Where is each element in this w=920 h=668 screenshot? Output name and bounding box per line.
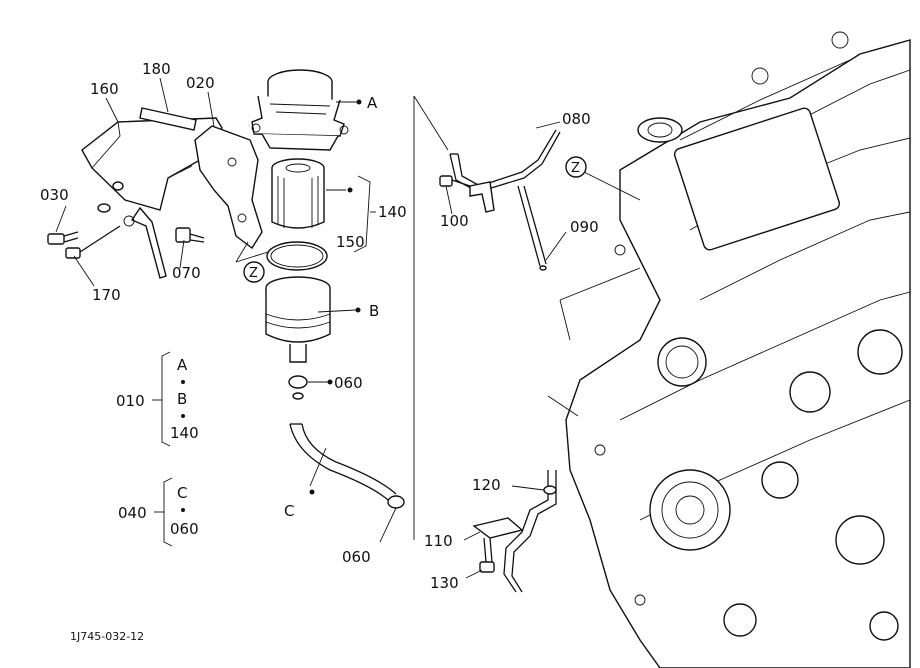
washer [97,181,124,213]
label-100: 100 [440,212,469,230]
bolt-130 [479,537,495,573]
label-020: 020 [186,74,215,92]
bolt-030 [47,231,79,245]
engine-block [565,31,911,668]
kit-040-item-2: 060 [170,520,199,538]
label-170: 170 [92,286,121,304]
label-110: 110 [424,532,453,550]
label-z-2: Z [571,161,580,176]
kit-010: 010 A B 140 [116,351,199,447]
filter-cup [265,276,331,363]
label-030: 030 [40,186,69,204]
label-z-1: Z [249,266,258,281]
kit-040: 040 C 060 [118,477,199,547]
label-070: 070 [172,264,201,282]
hose-c [289,423,397,501]
bracket-100 [439,175,495,213]
clamp-060b [387,495,405,509]
label-140: 140 [378,203,407,221]
z-circle-2 [565,156,587,178]
oring-120 [543,485,557,495]
kit-010-item-1: A [177,356,188,374]
bolt-170 [65,225,121,259]
bullet-dots [309,99,362,495]
label-060-b: 060 [342,548,371,566]
label-c: C [284,502,294,520]
kit-010-item-3: 140 [170,424,199,442]
kit-040-code: 040 [118,504,147,522]
mount-bracket [123,125,263,279]
label-a: A [367,94,378,112]
z-circle-1 [243,261,265,283]
label-130: 130 [430,574,459,592]
pipe-090 [517,185,547,271]
bracket-110 [472,517,524,539]
label-150: 150 [336,233,365,251]
label-120: 120 [472,476,501,494]
label-090: 090 [570,218,599,236]
o-ring-150 [266,241,328,271]
label-080: 080 [562,110,591,128]
shield-strip [139,107,197,131]
label-b: B [369,302,379,320]
label-160: 160 [90,80,119,98]
bracket-140 [353,175,376,253]
pipe-lower [503,470,557,593]
leader-lines [55,77,641,579]
bolt-070 [175,227,205,243]
kit-010-code: 010 [116,392,145,410]
kit-040-item-1: C [177,484,187,502]
filter-head [251,69,349,151]
filter-cartridge-140 [271,158,325,229]
pipe-080 [449,129,561,193]
label-180: 180 [142,60,171,78]
banjo-060a [288,375,308,400]
kit-010-item-2: B [177,390,187,408]
figure-id: 1J745-032-12 [70,630,144,643]
label-060-a: 060 [334,374,363,392]
